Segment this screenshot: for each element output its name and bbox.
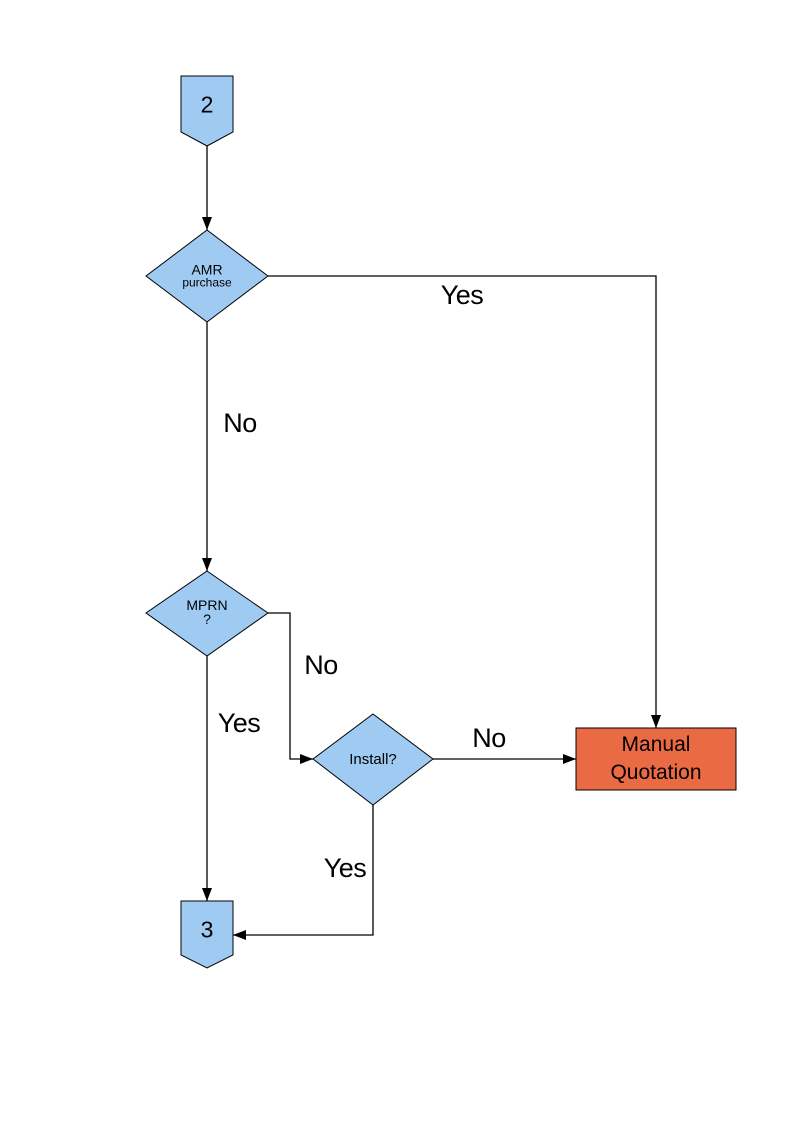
connector-lines — [206, 146, 657, 936]
edge-label-install-no: No — [472, 723, 506, 754]
amr-purchase-decision-shape — [145, 229, 269, 323]
manual-quotation-process-shape — [575, 727, 737, 791]
edge-label-mprn-yes: Yes — [217, 708, 261, 739]
edge-label-mprn-no: No — [304, 650, 338, 681]
mprn-decision-shape — [145, 570, 269, 657]
arrowhead-into-manual-quotation-left — [563, 754, 576, 764]
install-decision-label: Install? — [349, 751, 397, 768]
edge-install-yes-to-3 — [233, 805, 374, 936]
install-decision-shape — [312, 713, 434, 806]
offpage-connector-2-shape — [180, 75, 234, 147]
amr-label-line1: AMR — [191, 261, 223, 278]
arrowhead-into-3-top — [202, 888, 212, 901]
edge-amr-yes-to-manual-quotation — [268, 275, 657, 728]
arrowhead-into-manual-quotation-top — [651, 715, 661, 728]
manual-quotation-label: Manual Quotation — [610, 731, 701, 787]
offpage-connector-3-label: 3 — [200, 916, 214, 943]
amr-purchase-decision-label: AMR purchase — [182, 263, 231, 290]
manual-quotation-label-line2: Quotation — [610, 761, 702, 784]
arrowhead-into-mprn — [202, 558, 212, 571]
offpage-connector-3-shape — [180, 900, 234, 969]
offpage-connector-2-label: 2 — [200, 91, 214, 118]
edge-mprn-no-to-install — [268, 612, 313, 760]
arrowhead-into-3-right — [233, 930, 246, 940]
amr-label-line2: purchase — [182, 275, 232, 290]
edge-label-install-yes: Yes — [323, 853, 367, 884]
arrowhead-into-install — [300, 754, 313, 764]
edge-label-amr-yes: Yes — [440, 280, 484, 311]
edge-label-amr-no: No — [223, 408, 257, 439]
arrowhead-into-amr — [202, 217, 212, 230]
mprn-label-line2: ? — [203, 611, 211, 627]
mprn-decision-label: MPRN ? — [186, 598, 227, 626]
mprn-label-line1: MPRN — [186, 597, 228, 613]
manual-quotation-label-line1: Manual — [621, 733, 691, 756]
arrowheads — [202, 217, 661, 940]
